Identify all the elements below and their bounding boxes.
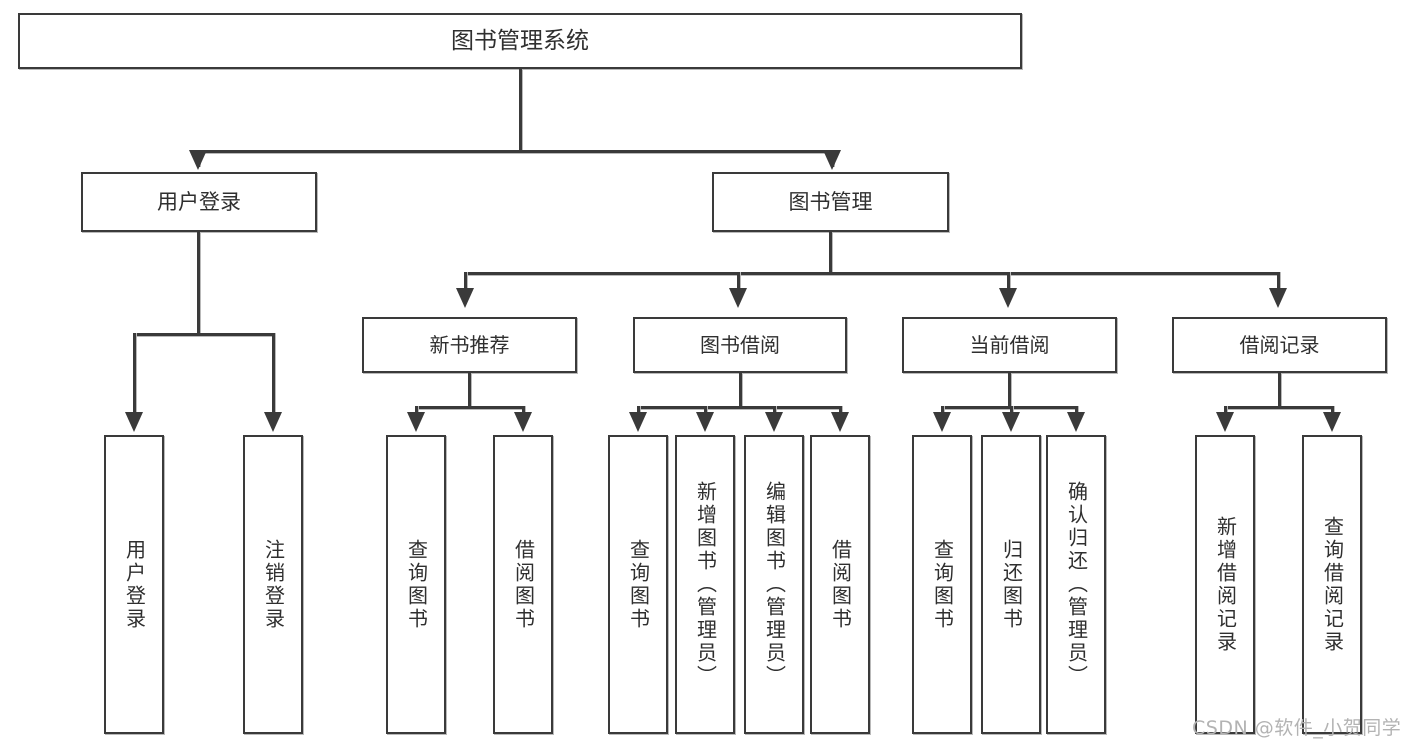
connector-br-drop-2	[1331, 406, 1334, 416]
arrow-to-leaf-confirm-return	[1067, 412, 1085, 432]
connector-bb-drop-4	[839, 406, 842, 416]
node-label: 图书管理系统	[451, 27, 589, 54]
connector-book-management-bus	[464, 272, 1280, 275]
leaf-label: 新增借阅记录	[1213, 515, 1238, 654]
connector-bb-drop-1	[637, 406, 640, 416]
node-label: 用户登录	[157, 189, 241, 214]
node-label: 新书推荐	[429, 332, 510, 357]
leaf-query-book-3[interactable]: 查询图书	[912, 435, 972, 734]
connector-user-login-bus	[133, 333, 275, 336]
arrow-to-leaf-borrow-book-1	[514, 412, 532, 432]
arrow-to-leaf-user-login	[125, 412, 143, 432]
leaf-borrow-book-2[interactable]: 借阅图书	[810, 435, 870, 734]
leaf-label: 确认归还（管理员）	[1064, 481, 1089, 688]
connector-bb-drop-2	[704, 406, 707, 416]
arrow-to-leaf-add-book	[696, 412, 714, 432]
arrow-to-leaf-return-book	[1002, 412, 1020, 432]
leaf-label: 借阅图书	[511, 538, 536, 631]
connector-root-stem	[519, 69, 522, 152]
connector-bb-stem	[739, 373, 742, 409]
arrow-to-leaf-query-book-2	[629, 412, 647, 432]
node-borrow-record[interactable]: 借阅记录	[1172, 317, 1387, 373]
connector-bb-drop-3	[773, 406, 776, 416]
connector-nbr-stem	[468, 373, 471, 409]
arrow-to-leaf-query-book-1	[407, 412, 425, 432]
connector-cb-bus	[941, 406, 1078, 409]
connector-bb-bus	[637, 406, 842, 409]
connector-nbr-bus	[415, 406, 525, 409]
connector-user-login-drop-2	[272, 333, 275, 415]
node-root-book-management-system[interactable]: 图书管理系统	[18, 13, 1022, 69]
connector-nbr-drop-2	[522, 406, 525, 416]
leaf-edit-book[interactable]: 编辑图书（管理员）	[744, 435, 804, 734]
connector-lvl2-drop-4	[1277, 272, 1280, 290]
connector-lvl2-drop-1	[464, 272, 467, 290]
arrow-to-user-login	[189, 150, 207, 170]
connector-user-login-stem	[197, 232, 200, 335]
connector-br-stem	[1278, 373, 1281, 409]
leaf-label: 用户登录	[122, 538, 147, 631]
arrow-to-leaf-add-record	[1216, 412, 1234, 432]
arrow-to-leaf-query-book-3	[933, 412, 951, 432]
arrow-to-new-book-recommend	[456, 288, 474, 308]
leaf-logout[interactable]: 注销登录	[243, 435, 303, 734]
arrow-to-current-borrow	[999, 288, 1017, 308]
leaf-add-book[interactable]: 新增图书（管理员）	[675, 435, 735, 734]
leaf-query-record[interactable]: 查询借阅记录	[1302, 435, 1362, 734]
node-book-borrow[interactable]: 图书借阅	[633, 317, 847, 373]
arrow-to-book-management	[823, 150, 841, 170]
connector-root-bus	[197, 150, 834, 153]
node-current-borrow[interactable]: 当前借阅	[902, 317, 1117, 373]
leaf-label: 编辑图书（管理员）	[762, 481, 787, 688]
connector-lvl2-drop-2	[737, 272, 740, 290]
node-label: 当前借阅	[969, 332, 1050, 357]
arrow-to-leaf-logout	[264, 412, 282, 432]
leaf-add-record[interactable]: 新增借阅记录	[1195, 435, 1255, 734]
arrow-to-leaf-edit-book	[765, 412, 783, 432]
leaf-label: 查询图书	[626, 538, 651, 631]
connector-cb-stem	[1008, 373, 1011, 409]
leaf-query-book-1[interactable]: 查询图书	[386, 435, 446, 734]
watermark-text: CSDN @软件_小贺同学	[1192, 717, 1402, 739]
leaf-confirm-return[interactable]: 确认归还（管理员）	[1046, 435, 1106, 734]
arrow-to-borrow-record	[1269, 288, 1287, 308]
connector-br-drop-1	[1224, 406, 1227, 416]
connector-cb-drop-1	[941, 406, 944, 416]
node-label: 图书借阅	[700, 332, 780, 357]
node-new-book-recommend[interactable]: 新书推荐	[362, 317, 577, 373]
connector-nbr-drop-1	[415, 406, 418, 416]
node-user-login[interactable]: 用户登录	[81, 172, 317, 232]
leaf-label: 借阅图书	[828, 538, 853, 631]
leaf-label: 归还图书	[999, 538, 1024, 631]
leaf-label: 注销登录	[261, 538, 286, 631]
leaf-user-login[interactable]: 用户登录	[104, 435, 164, 734]
node-book-management[interactable]: 图书管理	[712, 172, 949, 232]
arrow-to-book-borrow	[729, 288, 747, 308]
connector-cb-drop-3	[1075, 406, 1078, 416]
leaf-label: 新增图书（管理员）	[693, 481, 718, 688]
leaf-label: 查询图书	[930, 538, 955, 631]
connector-cb-drop-2	[1010, 406, 1013, 416]
arrow-to-leaf-query-record	[1323, 412, 1341, 432]
arrow-to-leaf-borrow-book-2	[831, 412, 849, 432]
leaf-query-book-2[interactable]: 查询图书	[608, 435, 668, 734]
leaf-return-book[interactable]: 归还图书	[981, 435, 1041, 734]
connector-lvl2-drop-3	[1007, 272, 1010, 290]
leaf-label: 查询借阅记录	[1320, 515, 1345, 654]
connector-user-login-drop-1	[133, 333, 136, 415]
node-label: 借阅记录	[1239, 332, 1320, 357]
leaf-label: 查询图书	[404, 538, 429, 631]
connector-br-bus	[1224, 406, 1334, 409]
connector-book-management-stem	[829, 232, 832, 274]
leaf-borrow-book-1[interactable]: 借阅图书	[493, 435, 553, 734]
node-label: 图书管理	[788, 189, 873, 214]
